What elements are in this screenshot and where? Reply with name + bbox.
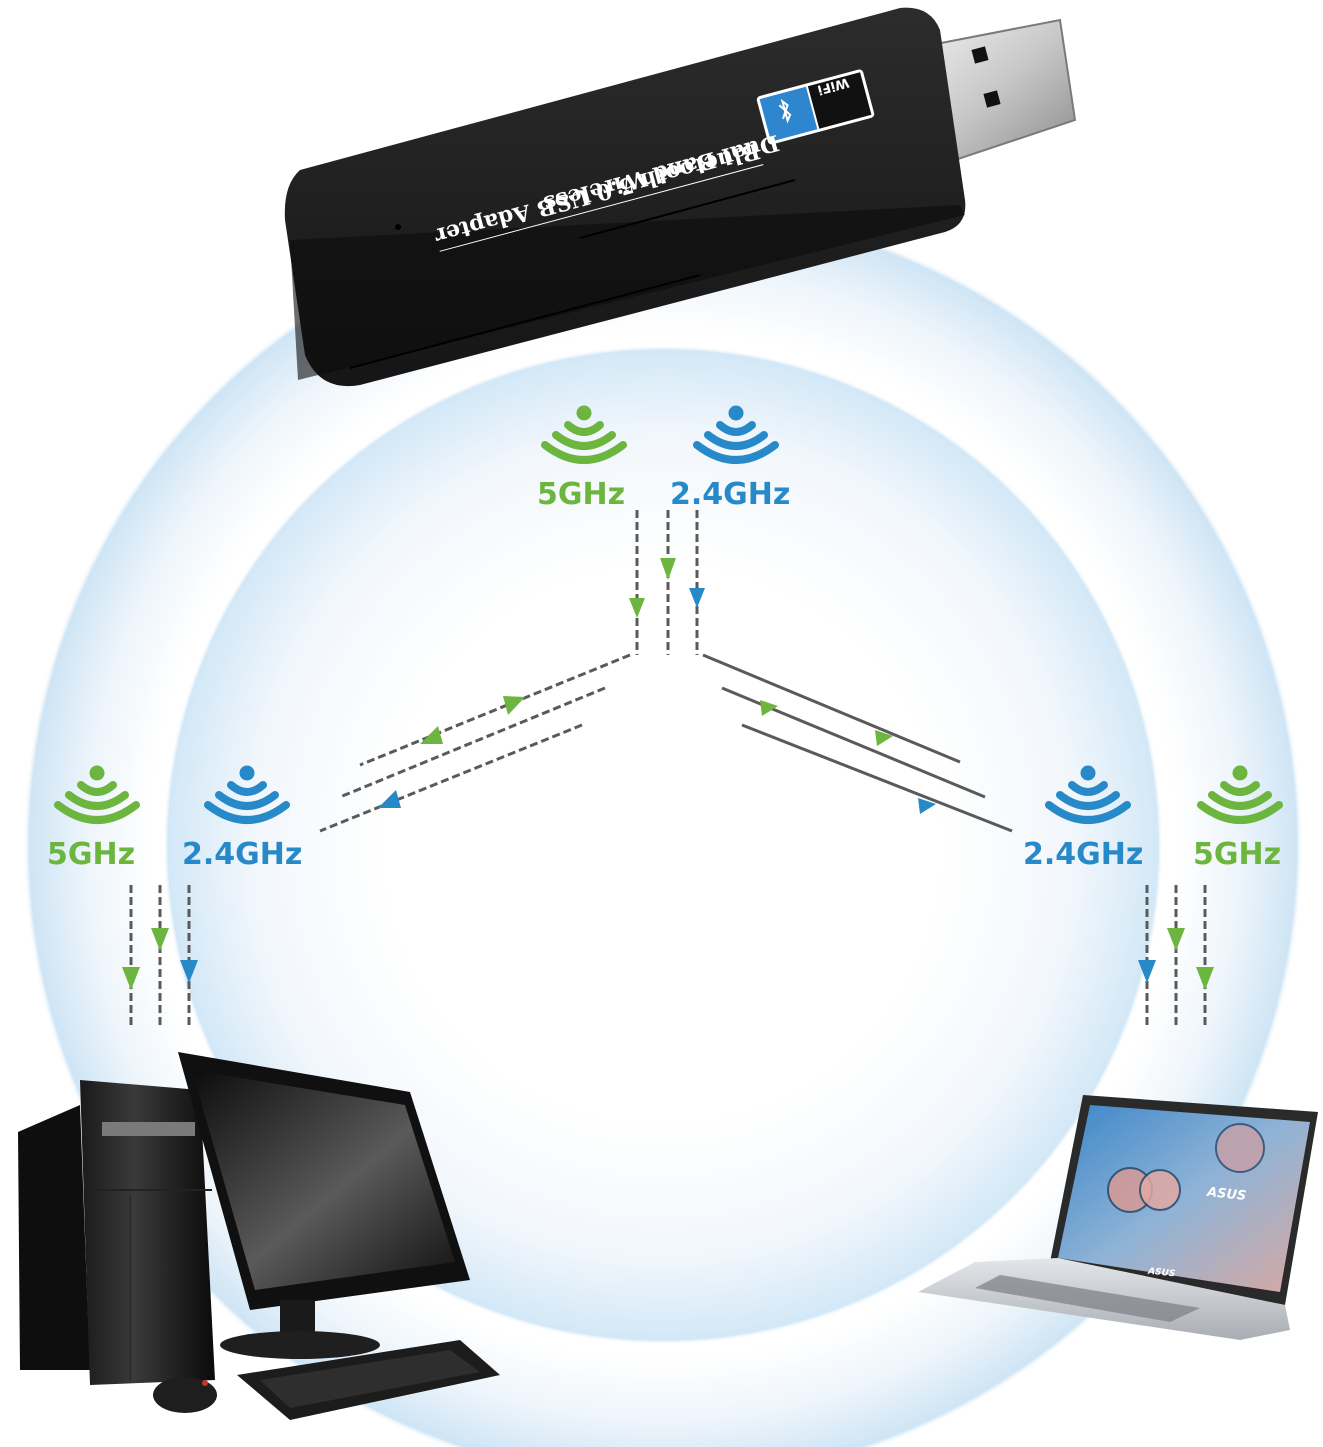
arrow-5ghz-down [660, 558, 676, 580]
arrow-24ghz-down [689, 588, 705, 608]
pc-mouse [153, 1377, 217, 1413]
pc-monitor [178, 1052, 470, 1359]
pc-keyboard [237, 1340, 500, 1420]
bluetooth-icon [778, 98, 792, 124]
left-5ghz-label: 5GHz [47, 837, 136, 872]
top-24ghz-label: 2.4GHz [670, 477, 791, 512]
right-24ghz-label: 2.4GHz [1023, 837, 1144, 872]
left-24ghz-label: 2.4GHz [182, 837, 303, 872]
top-5ghz-label: 5GHz [537, 477, 626, 512]
pc-tower [18, 1080, 215, 1385]
right-5ghz-label: 5GHz [1193, 837, 1282, 872]
arrow-5ghz-down [629, 598, 645, 618]
